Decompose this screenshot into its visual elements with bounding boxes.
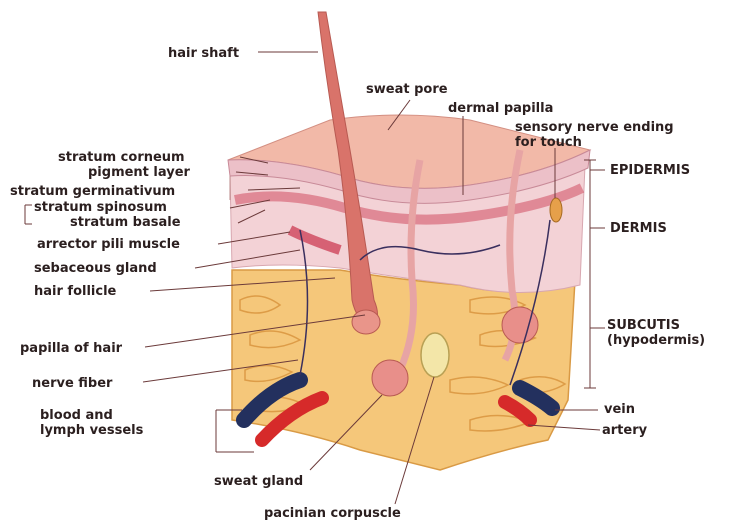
label-nerve-fiber: nerve fiber: [32, 376, 112, 391]
label-epidermis: EPIDERMIS: [610, 163, 690, 178]
label-artery: artery: [602, 423, 647, 438]
label-subcutis: SUBCUTIS (hypodermis): [607, 318, 705, 348]
label-vein: vein: [604, 402, 635, 417]
sensory-nerve-ending-shape: [550, 198, 562, 222]
pacinian-corpuscle-shape: [421, 333, 449, 377]
label-blood-lymph-vessels: blood and lymph vessels: [40, 408, 143, 438]
label-papilla-of-hair: papilla of hair: [20, 341, 122, 356]
label-stratum-corneum: stratum corneum: [58, 150, 185, 165]
label-dermal-papilla: dermal papilla: [448, 101, 553, 116]
label-sensory-nerve-ending: sensory nerve ending for touch: [515, 120, 674, 150]
label-hair-follicle: hair follicle: [34, 284, 116, 299]
label-sebaceous-gland: sebaceous gland: [34, 261, 157, 276]
label-sweat-pore: sweat pore: [366, 82, 448, 97]
label-stratum-germinativum: stratum germinativum: [10, 184, 175, 199]
label-stratum-basale: stratum basale: [70, 215, 181, 230]
label-dermis: DERMIS: [610, 221, 667, 236]
label-arrector-pili-muscle: arrector pili muscle: [37, 237, 180, 252]
label-sweat-gland: sweat gland: [214, 474, 303, 489]
label-hair-shaft: hair shaft: [168, 46, 239, 61]
label-stratum-spinosum: stratum spinosum: [34, 200, 167, 215]
label-pigment-layer: pigment layer: [88, 165, 190, 180]
